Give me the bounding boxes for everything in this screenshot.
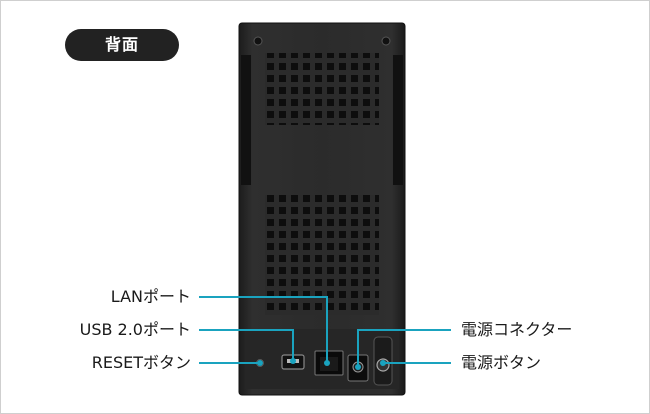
label-power-connector: 電源コネクター: [461, 320, 573, 339]
side-slot-right: [393, 55, 403, 185]
label-lan-port: LANポート: [110, 287, 191, 306]
upper-vent-grille: [265, 53, 379, 125]
label-usb-port: USB 2.0ポート: [79, 320, 191, 339]
screw-right: [381, 36, 391, 46]
reset-pinhole: [256, 359, 264, 367]
screw-left: [253, 36, 263, 46]
lower-vent-grille: [265, 195, 379, 315]
side-slot-left: [241, 55, 251, 185]
label-reset-button: RESETボタン: [91, 353, 191, 372]
rear-view-badge: 背面: [65, 29, 179, 61]
label-power-button: 電源ボタン: [461, 353, 542, 372]
